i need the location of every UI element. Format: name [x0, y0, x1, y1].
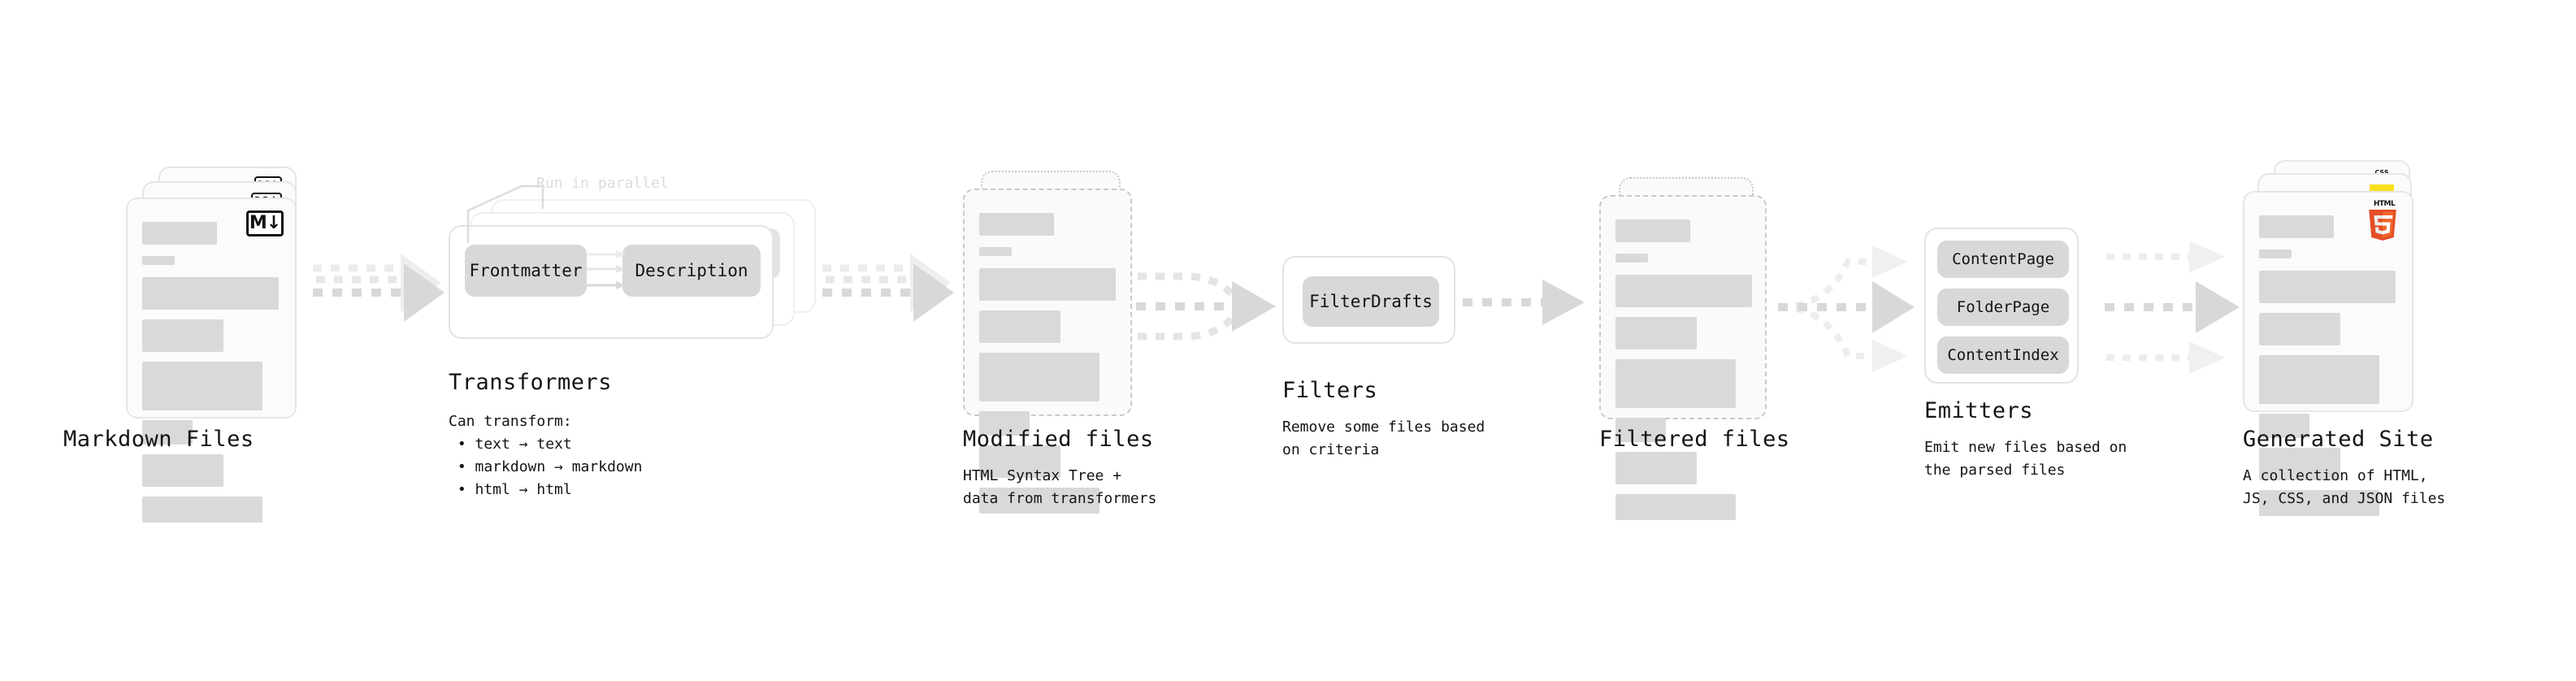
doc-text-bar: [979, 353, 1099, 401]
run-in-parallel-bracket: [466, 184, 544, 243]
doc-text-bar: [1615, 254, 1648, 262]
site-sheet-front: HTML: [2243, 191, 2413, 516]
connector-filtered-to-emitters: [1778, 245, 1915, 372]
doc-text-bar: [2259, 271, 2396, 303]
doc-text-bar: [2259, 313, 2340, 345]
doc-text-bar: [1615, 359, 1736, 408]
css-icon-label: CSS: [2374, 169, 2388, 176]
doc-text-bar: [142, 420, 193, 445]
doc-text-bar: [142, 256, 175, 265]
doc-text-bar: [142, 497, 262, 523]
doc-text-bar: [1615, 418, 1666, 442]
doc-text-bar: [979, 411, 1030, 436]
connector-emitters-to-site: [2105, 241, 2240, 374]
modified-files-stack: [963, 171, 1150, 514]
emitters-box[interactable]: ContentPage FolderPage ContentIndex: [1924, 228, 2079, 384]
generated-site-title: Generated Site: [2243, 427, 2434, 452]
transformers-subtitle: Can transform: • text → text • markdown …: [449, 413, 643, 498]
doc-text-bar: [979, 268, 1116, 301]
doc-text-bar: [979, 247, 1012, 256]
html5-icon-label: HTML: [2373, 200, 2396, 208]
html5-shield-icon: [2369, 210, 2396, 241]
connector-filters-to-filtered: [1463, 280, 1585, 325]
emitters-title: Emitters: [1924, 398, 2034, 423]
generated-site-subtitle: A collection of HTML, JS, CSS, and JSON …: [2243, 467, 2446, 507]
doc-text-bar: [979, 488, 1099, 514]
doc-text-bar: [2259, 414, 2309, 438]
doc-text-bar: [142, 362, 262, 410]
transformers-stack: Frontmatter Description: [449, 184, 822, 354]
doc-text-bar: [2259, 448, 2340, 480]
filtered-files-title: Filtered files: [1599, 427, 1790, 452]
markdown-doc-body: [128, 199, 295, 523]
connector-modified-to-filters: [1136, 272, 1276, 340]
transformers-title: Transformers: [449, 370, 613, 395]
doc-text-bar: [2259, 355, 2379, 404]
doc-text-bar: [142, 222, 217, 245]
filtered-doc-body: [1601, 197, 1765, 520]
doc-text-bar: [1615, 494, 1736, 520]
site-doc-body: [2244, 193, 2412, 516]
doc-text-bar: [2259, 215, 2334, 238]
modified-doc-body: [965, 190, 1130, 514]
markdown-icon: M↓: [246, 210, 284, 236]
doc-text-bar: [142, 454, 223, 487]
transformer-pill-frontmatter[interactable]: Frontmatter: [465, 245, 587, 297]
transformer-inner-arrows: [587, 250, 626, 289]
filters-title: Filters: [1282, 378, 1378, 403]
emitters-subtitle: Emit new files based on the parsed files: [1924, 439, 2127, 479]
filtered-files-stack: [1599, 177, 1786, 520]
doc-text-bar: [1615, 317, 1697, 349]
modified-files-title: Modified files: [963, 427, 1154, 452]
filter-pill-filterdrafts[interactable]: FilterDrafts: [1303, 276, 1439, 327]
doc-text-bar: [1615, 219, 1690, 242]
filtered-sheet-front: [1599, 195, 1767, 520]
doc-text-bar: [2259, 490, 2379, 516]
emitter-pill-folderpage[interactable]: FolderPage: [1937, 288, 2069, 326]
connector-md-to-transformers: [313, 254, 445, 322]
markdown-sheet-front: M↓: [126, 197, 297, 523]
filters-box[interactable]: FilterDrafts: [1282, 256, 1455, 344]
filters-subtitle: Remove some files based on criteria: [1282, 419, 1485, 458]
modified-files-subtitle: HTML Syntax Tree + data from transformer…: [963, 467, 1157, 507]
doc-text-bar: [1615, 452, 1697, 484]
modified-sheet-front: [963, 189, 1132, 514]
doc-text-bar: [979, 445, 1060, 478]
html5-icon: HTML: [2366, 201, 2402, 241]
emitter-pill-contentindex[interactable]: ContentIndex: [1937, 336, 2069, 374]
generated-site-stack: CSS HTML: [2243, 160, 2438, 516]
connector-transformers-to-modified: [822, 254, 954, 322]
doc-text-bar: [142, 277, 279, 310]
transformer-pill-description[interactable]: Description: [622, 245, 761, 297]
doc-text-bar: [1615, 275, 1752, 307]
markdown-files-stack: M↓ M↓ M↓: [126, 167, 313, 523]
run-in-parallel-label: Run in parallel: [536, 175, 669, 192]
doc-text-bar: [979, 310, 1060, 343]
transformer-box-front[interactable]: Frontmatter Description: [449, 225, 774, 339]
markdown-files-title: Markdown Files: [63, 427, 254, 452]
emitter-pill-contentpage[interactable]: ContentPage: [1937, 241, 2069, 278]
doc-text-bar: [979, 213, 1054, 236]
doc-text-bar: [142, 319, 223, 352]
doc-text-bar: [2259, 249, 2292, 258]
